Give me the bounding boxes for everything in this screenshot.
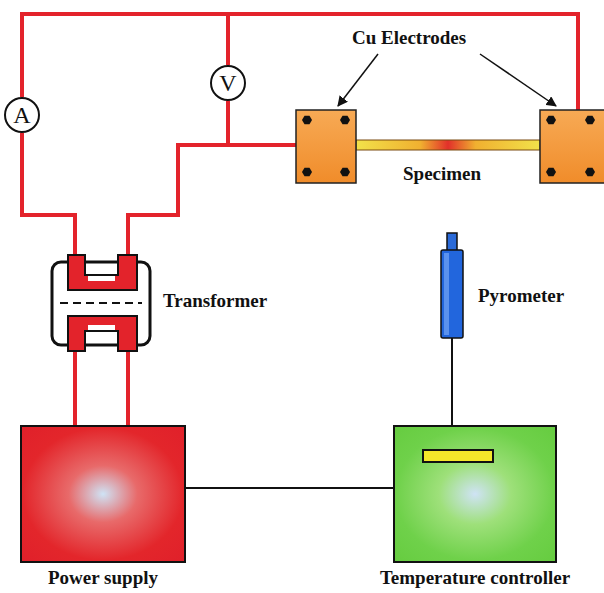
- leader-arrow: [338, 54, 378, 106]
- pyrometer-drawing: [438, 232, 466, 340]
- wire-connector: [126, 351, 130, 425]
- part-label: Specimen: [403, 163, 481, 185]
- component-label: Pyrometer: [478, 285, 564, 307]
- power-supply-box: Power supply: [20, 425, 186, 563]
- transformer-symbol: Transformer: [50, 253, 152, 353]
- cu-electrode: [540, 110, 604, 183]
- cu-electrode: [296, 110, 356, 183]
- component-label: Temperature controller: [380, 567, 570, 589]
- wire-connector: [73, 351, 77, 425]
- meter-letter: V: [219, 71, 236, 95]
- ammeter-symbol: A: [4, 97, 40, 133]
- wire: [226, 143, 296, 147]
- wire-connector: [451, 338, 453, 425]
- wire-connector: [22, 133, 75, 255]
- display-window: [422, 449, 494, 463]
- transformer-drawing: [50, 253, 152, 353]
- wire: [228, 14, 578, 110]
- meter-letter: A: [13, 103, 30, 127]
- component-label: Transformer: [163, 290, 267, 312]
- pyrometer-symbol: Pyrometer: [438, 232, 466, 340]
- wire-connector: [128, 101, 228, 255]
- voltmeter-symbol: V: [210, 65, 246, 101]
- leader-arrow: [480, 54, 556, 106]
- temperature-controller-box: Temperature controller: [393, 425, 557, 563]
- part-label: Cu Electrodes: [352, 27, 466, 49]
- component-label: Power supply: [48, 567, 158, 589]
- specimen-bar: [356, 140, 540, 150]
- wire-connector: [22, 14, 228, 97]
- wire-connector: [186, 487, 393, 489]
